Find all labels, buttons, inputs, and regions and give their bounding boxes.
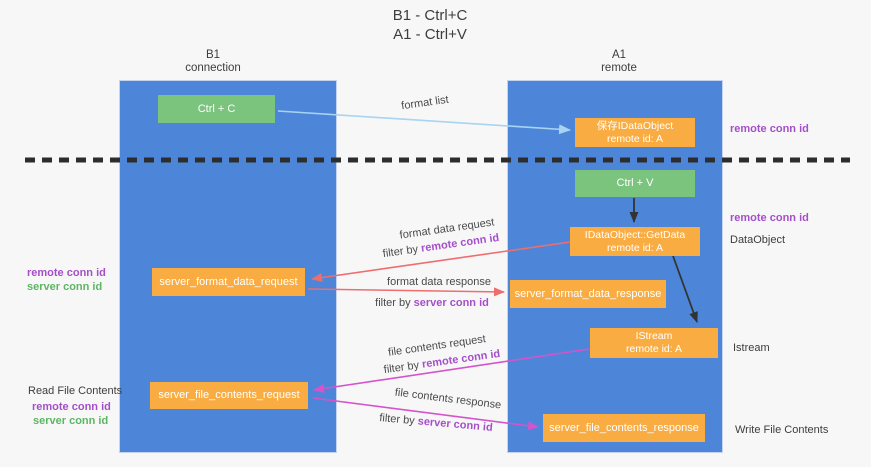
lane-header-b1: B1 connection bbox=[143, 49, 283, 75]
dataobject-label: DataObject bbox=[730, 234, 786, 246]
server-format-data-response-label: server_format_data_response bbox=[514, 287, 662, 300]
left-format-remote-conn-id-label: remote conn id bbox=[27, 267, 106, 279]
idataobject-getdata-box: IDataObject::GetData remote id: A bbox=[570, 227, 700, 256]
diagram-title: B1 - Ctrl+C A1 - Ctrl+V bbox=[330, 6, 530, 44]
server-file-contents-response-box: server_file_contents_response bbox=[543, 414, 705, 442]
format-response-filter-label: filter by server conn id bbox=[375, 297, 489, 309]
server-format-data-request-box: server_format_data_request bbox=[152, 268, 305, 296]
lane-a1-role: remote bbox=[601, 62, 637, 74]
left-file-server-conn-id-label: server conn id bbox=[33, 415, 109, 427]
lane-b1-role: connection bbox=[185, 62, 241, 74]
server-file-contents-request-box: server_file_contents_request bbox=[150, 382, 308, 409]
server-file-contents-request-label: server_file_contents_request bbox=[158, 389, 300, 401]
server-conn-id-text: server conn id bbox=[413, 297, 489, 309]
lane-header-a1: A1 remote bbox=[549, 49, 689, 75]
lane-b1-name: B1 bbox=[205, 49, 221, 61]
filter-by-text: filter by bbox=[382, 243, 419, 261]
right-top-remote-conn-id-label: remote conn id bbox=[730, 123, 809, 135]
format-data-response-label: format data response bbox=[387, 276, 491, 288]
read-file-contents-label: Read File Contents bbox=[28, 385, 123, 397]
server-format-data-request-label: server_format_data_request bbox=[159, 275, 298, 288]
title-line-2: A1 - Ctrl+V bbox=[393, 26, 467, 43]
right-ctrlv-remote-conn-id-label: remote conn id bbox=[730, 212, 809, 224]
save-idataobject-box: 保存IDataObject remote id: A bbox=[575, 118, 695, 147]
server-format-data-response-box: server_format_data_response bbox=[510, 280, 666, 308]
filter-by-text: filter by bbox=[375, 297, 411, 309]
save-idataobject-line1: 保存IDataObject bbox=[596, 119, 674, 132]
write-file-contents-label: Write File Contents bbox=[735, 424, 829, 436]
ctrl-v-box: Ctrl + V bbox=[575, 170, 695, 197]
getdata-line1: IDataObject::GetData bbox=[584, 228, 686, 241]
left-file-remote-conn-id-label: remote conn id bbox=[32, 401, 111, 413]
istream-side-label: Istream bbox=[733, 342, 770, 354]
title-line-1: B1 - Ctrl+C bbox=[392, 7, 468, 24]
ctrl-c-box: Ctrl + C bbox=[158, 95, 275, 123]
istream-box: IStream remote id: A bbox=[590, 328, 718, 358]
getdata-line2: remote id: A bbox=[606, 241, 664, 254]
save-idataobject-line2: remote id: A bbox=[606, 132, 664, 145]
ctrl-c-label: Ctrl + C bbox=[197, 102, 236, 115]
ctrl-v-label: Ctrl + V bbox=[616, 177, 654, 189]
server-conn-id-text: server conn id bbox=[417, 415, 494, 434]
filter-by-text: filter by bbox=[383, 359, 420, 377]
left-format-server-conn-id-label: server conn id bbox=[27, 281, 103, 293]
server-file-contents-response-label: server_file_contents_response bbox=[549, 421, 699, 434]
filter-by-text: filter by bbox=[378, 412, 416, 428]
file-contents-response-label: file contents response bbox=[394, 386, 502, 412]
file-response-filter-label: filter by server conn id bbox=[379, 412, 493, 434]
format-list-label: format list bbox=[400, 93, 450, 113]
format-data-response-arrow bbox=[307, 287, 505, 297]
istream-line1: IStream bbox=[635, 330, 673, 342]
istream-line2: remote id: A bbox=[625, 343, 683, 355]
lane-a1-name: A1 bbox=[611, 49, 627, 61]
